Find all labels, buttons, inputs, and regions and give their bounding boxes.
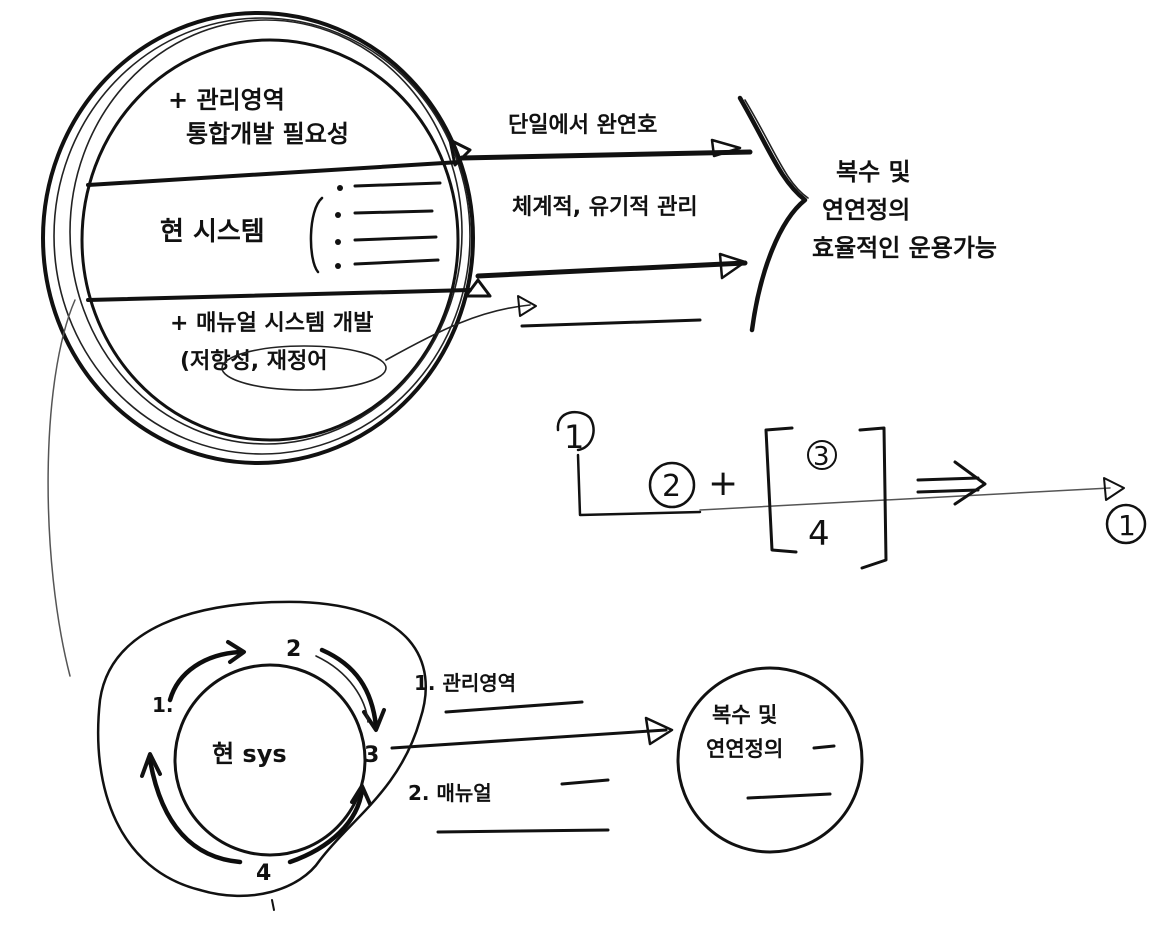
cycle-arrow-1-head (226, 640, 246, 664)
cycle-inner-circle (173, 663, 367, 857)
formula-term: 2 (662, 469, 681, 504)
middle-arrow-label: 체계적, 유기적 관리 (512, 195, 698, 220)
cycle-center-label: 현 sys (212, 740, 287, 768)
result-text-group: 복수 및 연연정의 효율적인 운용가능 (812, 158, 997, 262)
lower-arrow (475, 260, 748, 279)
cycle-item2-dash (560, 778, 610, 786)
cycle-group: 현 sys 1. 2 3 4 1. 관리영역 2. 매뉴얼 복수 및 연연정의 (96, 600, 864, 911)
cycle-arrow-1 (167, 649, 243, 703)
cycle-result-underline (746, 792, 832, 800)
cycle-result-line2: 연연정의 (706, 737, 783, 761)
cycle-item2-underline (436, 828, 610, 834)
formula-bracket-left (764, 426, 798, 554)
formula-plus: + (708, 463, 738, 504)
cycle-item1: 1. 관리영역 (414, 671, 516, 695)
cycle-main-arrowhead (644, 716, 674, 746)
divider-lower (86, 288, 472, 302)
section1-line1: + 관리영역 (168, 86, 285, 114)
upper-arrow-label: 단일에서 완연호 (508, 113, 657, 138)
section3-underline (520, 318, 702, 328)
formula-flow-line (699, 487, 1111, 511)
big-bracket-inner (744, 99, 809, 199)
cycle-tail-tick (271, 899, 275, 911)
result-line2: 연연정의 (822, 196, 910, 224)
cycle-arrow-3 (287, 787, 365, 865)
formula-upper: 3 (813, 442, 830, 472)
cycle-arrow-3-head (350, 784, 372, 806)
formula-term-circle (648, 461, 696, 509)
top-circle-group: + 관리영역 통합개발 필요성 현 시스템 + 매뉴얼 시스템 개발 (저항성,… (41, 11, 702, 465)
formula-lower: 4 (808, 514, 830, 554)
cycle-item2: 2. 매뉴얼 (408, 781, 492, 805)
formula-end-arrowhead (1103, 477, 1125, 501)
formula-end: 1 (1118, 509, 1136, 542)
lower-arrowhead (718, 252, 747, 280)
cycle-arrow-2 (319, 647, 379, 729)
top-circle-outer (41, 11, 475, 465)
formula-start: 1 (564, 418, 584, 456)
cycle-node3: 3 (364, 743, 379, 768)
section2-label: 현 시스템 (160, 217, 265, 247)
section3-line2: (저항성, 재정어 (180, 349, 328, 374)
cycle-result-dash (812, 744, 836, 750)
lower-arrow-origin-marker (464, 278, 492, 298)
formula-end-circle (1105, 503, 1147, 545)
result-line1: 복수 및 (836, 158, 911, 186)
divider-upper (86, 160, 462, 187)
cycle-arrow-4-head (140, 752, 162, 778)
top-circle-inner (80, 38, 460, 442)
upper-arrowhead (710, 138, 742, 158)
cycle-result-circle (676, 666, 864, 854)
section3-connector (385, 304, 531, 361)
section3-oval (221, 345, 387, 391)
formula-double-arrow (916, 460, 987, 506)
formula-upper-circle (807, 440, 837, 470)
formula-group: 1 2 + 3 4 1 (556, 410, 1147, 570)
upper-arrow (459, 149, 753, 161)
cycle-node4: 4 (256, 861, 271, 886)
formula-baseline (576, 453, 702, 517)
section2-brace (309, 196, 324, 274)
cycle-result-line1: 복수 및 (712, 703, 777, 727)
cycle-main-arrow (390, 728, 668, 750)
cycle-arrow-4 (147, 757, 243, 865)
section3-line1: + 매뉴얼 시스템 개발 (170, 311, 373, 336)
cycle-outer-blob (96, 600, 428, 898)
cycle-item1-underline (444, 700, 584, 714)
arrows-group: 단일에서 완연호 체계적, 유기적 관리 (459, 95, 809, 333)
result-line3: 효율적인 운용가능 (812, 234, 997, 262)
top-circle-sketch-1 (53, 17, 471, 455)
section2-bullets (335, 181, 442, 269)
formula-bracket-right (858, 426, 888, 570)
top-circle-sketch-2 (69, 19, 463, 445)
cycle-arrow-2b (315, 655, 369, 723)
formula-start-loop (556, 410, 595, 452)
big-bracket (737, 95, 808, 333)
section3-arrowhead (517, 295, 537, 317)
section1-line2: 통합개발 필요성 (186, 120, 349, 148)
faint-connector (47, 299, 76, 677)
cycle-node2: 2 (286, 637, 301, 662)
